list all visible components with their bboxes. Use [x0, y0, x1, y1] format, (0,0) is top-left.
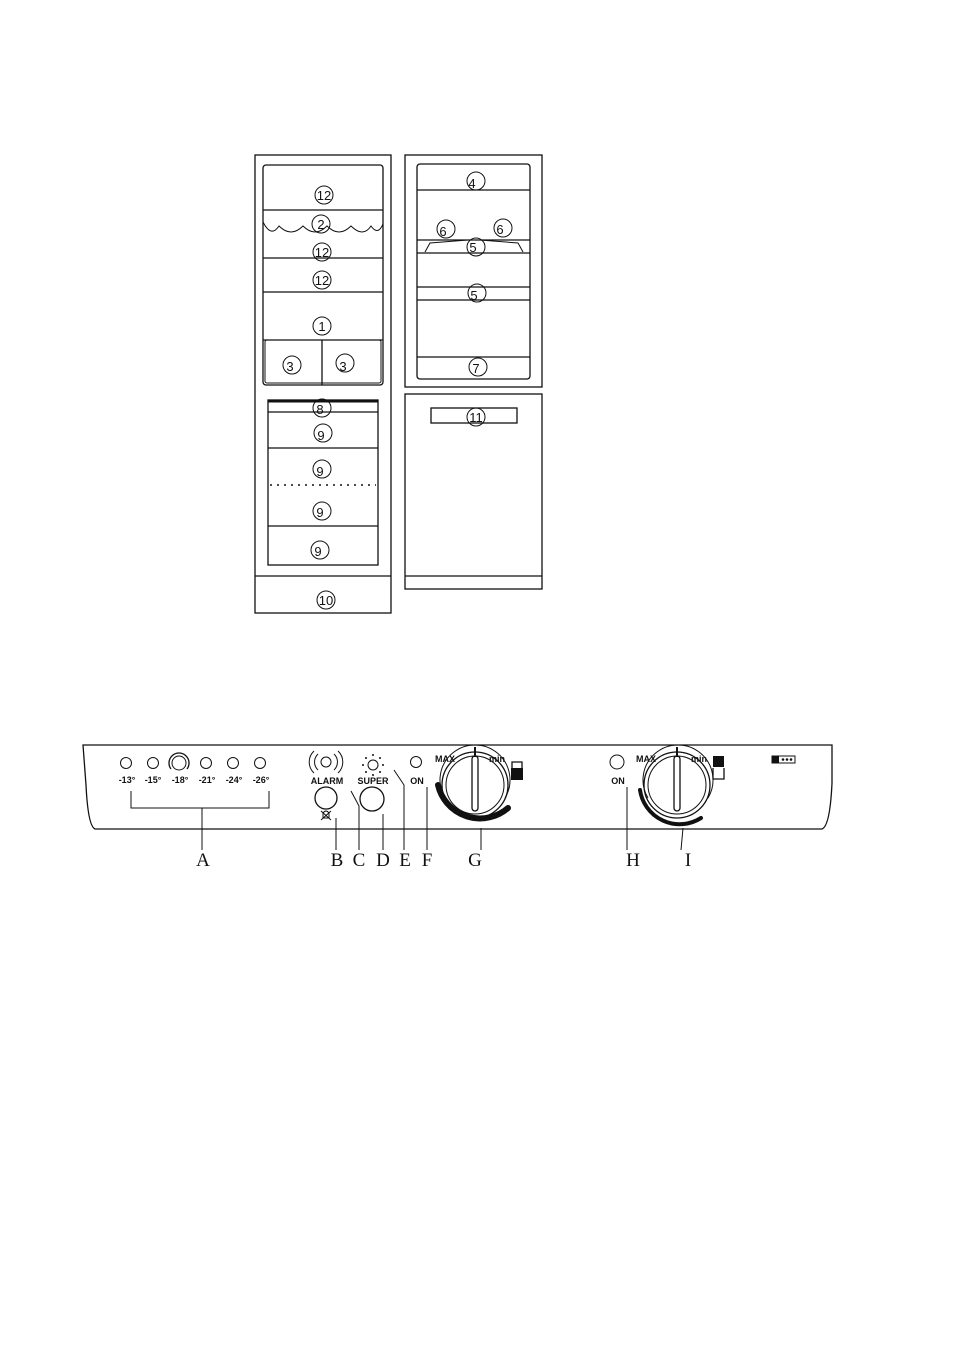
letter-C: C [353, 850, 366, 871]
callout-6b: 6 [496, 222, 503, 237]
bracket-A [131, 791, 269, 808]
freezer-level-icon [511, 768, 523, 780]
callout-5b: 5 [470, 288, 477, 303]
temp-led-4 [201, 758, 212, 769]
temp-label-2: -15° [145, 775, 162, 785]
letter-D: D [376, 850, 390, 871]
callout-11: 11 [469, 410, 483, 425]
fridge-on-label: ON [611, 776, 625, 786]
leader-C [351, 791, 359, 850]
temp-led-6 [255, 758, 266, 769]
freezer-on-led [411, 757, 422, 768]
alarm-button[interactable] [315, 787, 337, 809]
super-label: SUPER [357, 776, 389, 786]
callout-4: 4 [468, 176, 475, 191]
callout-12b: 12 [315, 245, 329, 260]
callout-9b: 9 [316, 464, 323, 479]
alarm-label: ALARM [311, 776, 344, 786]
callout-3a: 3 [286, 359, 293, 374]
lower-compartment [268, 400, 378, 565]
callout-12c: 12 [315, 273, 329, 288]
callout-7: 7 [472, 361, 479, 376]
egg-tray-left [425, 240, 468, 252]
temp-label-3: -18° [172, 775, 189, 785]
fridge-level-icon-bottom [713, 768, 724, 779]
temp-led-1 [121, 758, 132, 769]
control-panel: -13° -15° -18° -21° -24° -26° ALARM [83, 745, 832, 871]
letter-H: H [626, 850, 640, 871]
temp-label-4: -21° [199, 775, 216, 785]
callout-1: 1 [318, 319, 325, 334]
alarm-off-icon [321, 811, 331, 820]
super-freeze-icon [362, 754, 384, 776]
temp-label-6: -26° [253, 775, 270, 785]
fridge-dial-arc [640, 790, 701, 824]
temp-led-3 [172, 756, 186, 770]
letter-A: A [196, 850, 210, 871]
fridge-on-led [610, 755, 624, 769]
temp-label-5: -24° [226, 775, 243, 785]
callout-8: 8 [316, 402, 323, 417]
callout-6a: 6 [439, 224, 446, 239]
fridge-level-icon [713, 756, 724, 767]
temp-led-5 [228, 758, 239, 769]
callout-5a: 5 [469, 240, 476, 255]
callout-2: 2 [317, 217, 324, 232]
callout-12a: 12 [317, 188, 331, 203]
callout-10: 10 [319, 593, 333, 608]
callout-9a: 9 [317, 428, 324, 443]
letter-B: B [331, 850, 344, 871]
freezer-dial-knob [472, 756, 478, 811]
letter-F: F [422, 850, 433, 871]
super-button[interactable] [360, 787, 384, 811]
fridge-min-label: min [691, 754, 707, 764]
letter-E: E [399, 850, 411, 871]
temp-led-2 [148, 758, 159, 769]
leader-I [681, 828, 683, 850]
fridge-dial-knob [674, 756, 680, 811]
freezer-on-label: ON [410, 776, 424, 786]
callout-9d: 9 [314, 544, 321, 559]
alarm-led [321, 757, 331, 767]
temp-label-1: -13° [119, 775, 136, 785]
callout-3b: 3 [339, 359, 346, 374]
right-cabinet: 4 6 6 5 5 7 11 [405, 155, 542, 589]
leader-E [394, 770, 404, 850]
left-cabinet: 12 2 12 12 1 3 3 8 9 9 9 9 10 [255, 155, 391, 613]
letter-G: G [468, 850, 482, 871]
star-rating-icon [772, 756, 795, 763]
upper-door-inner [417, 164, 530, 379]
callout-9c: 9 [316, 505, 323, 520]
egg-tray-right [480, 240, 523, 252]
letter-I: I [685, 850, 691, 871]
